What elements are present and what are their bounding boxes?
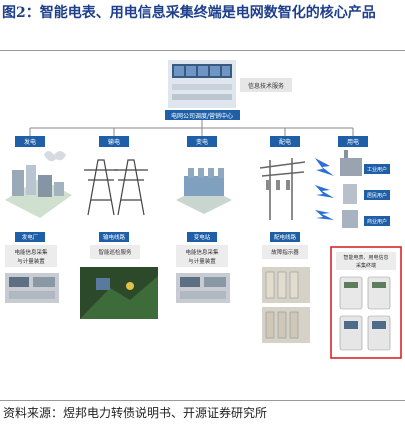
sub-box-peidian — [262, 245, 308, 259]
sub-box-fadian — [5, 245, 57, 267]
header-box-peidian — [270, 136, 300, 147]
factory-icon — [340, 158, 362, 176]
highlight-label-box — [336, 252, 396, 270]
it-service-label: 信息技术服务 — [248, 82, 284, 90]
lightning-icon — [315, 185, 334, 198]
center-label: 电网公司调度/营销中心 — [171, 112, 233, 120]
chimney-icon — [344, 150, 348, 158]
it-service-box — [240, 78, 292, 92]
sub-peidian-line1: 故障指示器 — [271, 248, 299, 256]
insulator-icons — [266, 180, 290, 190]
control-center-image — [168, 60, 236, 108]
metering-device-photo-fadian — [5, 273, 59, 303]
caption-box-peidian — [270, 232, 300, 242]
sub-box-biandian — [176, 245, 228, 267]
sub-biandian-line1: 电能信息采集 — [185, 248, 219, 256]
header-box-fadian — [15, 136, 45, 147]
header-yongdian: 用电 — [347, 138, 359, 146]
inspection-service-photo — [80, 267, 158, 319]
sub-shudian-line1: 智能巡检服务 — [98, 248, 132, 256]
figure-title: 图2：智能电表、用电信息采集终端是电网数智化的核心产品 — [2, 5, 376, 21]
tree-connectors — [29, 120, 354, 136]
user-box-2 — [364, 216, 390, 226]
sub-fadian-line1: 电能信息采集 — [14, 248, 48, 256]
caption-peidian: 配电线路 — [274, 233, 297, 241]
substation-image — [176, 168, 232, 214]
center-label-box — [165, 110, 240, 120]
sub-box-shudian — [90, 245, 140, 259]
user-label-residential: 居民用户 — [367, 192, 387, 199]
header-box-yongdian — [338, 136, 368, 147]
user-box-0 — [364, 164, 390, 174]
top-rule — [0, 50, 405, 51]
transmission-tower-image — [84, 159, 148, 216]
lightning-icon — [315, 210, 334, 220]
header-box-biandian — [187, 136, 217, 147]
caption-shudian: 输电线路 — [103, 233, 126, 241]
segment-headers: 发电 输电 变电 配电 用电 — [15, 136, 368, 147]
residential-building-icon — [343, 184, 357, 204]
smart-meter-icon — [339, 276, 363, 310]
smart-meter-icon — [367, 276, 391, 310]
user-label-industrial: 工业用户 — [367, 166, 387, 173]
header-peidian: 配电 — [279, 138, 291, 146]
bottom-rule — [0, 400, 405, 401]
header-biandian: 变电 — [196, 138, 208, 146]
sub-fadian-line2: 与计量装置 — [17, 257, 45, 265]
highlight-line2: 采集终端 — [356, 262, 376, 269]
caption-fadian: 发电厂 — [22, 233, 39, 241]
lightning-icons — [315, 158, 334, 220]
caption-box-shudian — [99, 232, 129, 242]
caption-box-fadian — [15, 232, 45, 242]
fault-indicator-photos — [262, 267, 310, 343]
user-icons — [340, 150, 362, 228]
header-shudian: 输电 — [108, 138, 120, 146]
header-box-shudian — [99, 136, 129, 147]
lightning-icon — [315, 158, 334, 176]
user-label-commercial: 商业用户 — [367, 218, 387, 225]
header-fadian: 发电 — [24, 138, 36, 146]
figure-source: 资料来源：煜邦电力转债说明书、开源证券研究所 — [3, 406, 268, 420]
metering-device-photo-biandian — [176, 273, 230, 303]
smart-meter-photos — [339, 276, 391, 351]
caption-boxes: 发电厂 输电线路 变电站 配电线路 — [15, 232, 300, 242]
user-box-1 — [364, 190, 390, 200]
caption-box-biandian — [187, 232, 217, 242]
sub-biandian-line2: 与计量装置 — [188, 257, 216, 265]
power-plant-image — [5, 151, 72, 218]
commercial-building-icon — [342, 210, 358, 228]
caption-biandian: 变电站 — [194, 233, 211, 241]
highlight-line1: 智能电表、用电信息 — [343, 254, 388, 261]
